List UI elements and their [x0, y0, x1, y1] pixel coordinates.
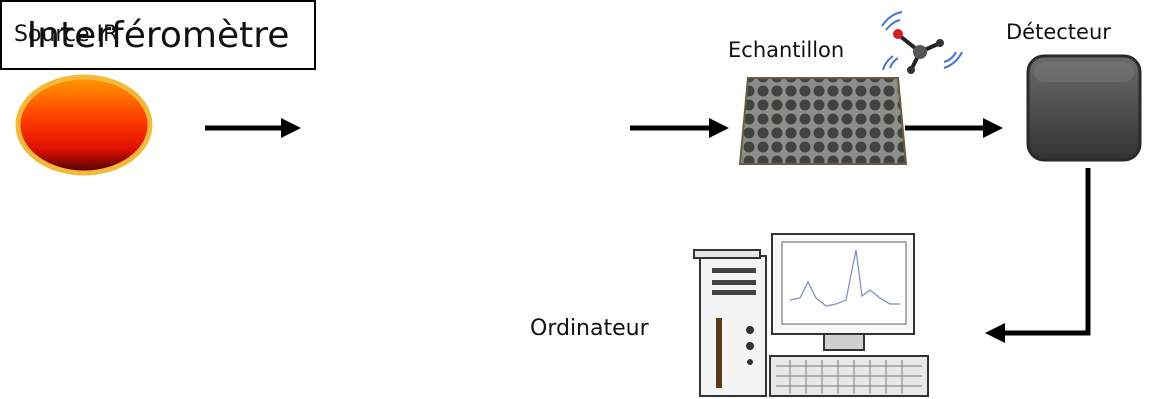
detector-icon	[1026, 54, 1142, 162]
arrow-detector-to-computer	[985, 168, 1091, 343]
computer-label: Ordinateur	[530, 316, 649, 341]
ir-source-icon	[15, 74, 153, 176]
computer-icon	[693, 233, 929, 397]
sample-plate-icon	[738, 77, 908, 165]
sample-label: Echantillon	[728, 38, 845, 62]
source-ir-label: Source IR	[14, 22, 119, 47]
molecule-icon	[881, 11, 963, 74]
detector-label: Détecteur	[1006, 20, 1111, 44]
interferometer-label: Interféromètre	[26, 14, 290, 56]
interferometer-box: Interféromètre	[0, 0, 316, 70]
